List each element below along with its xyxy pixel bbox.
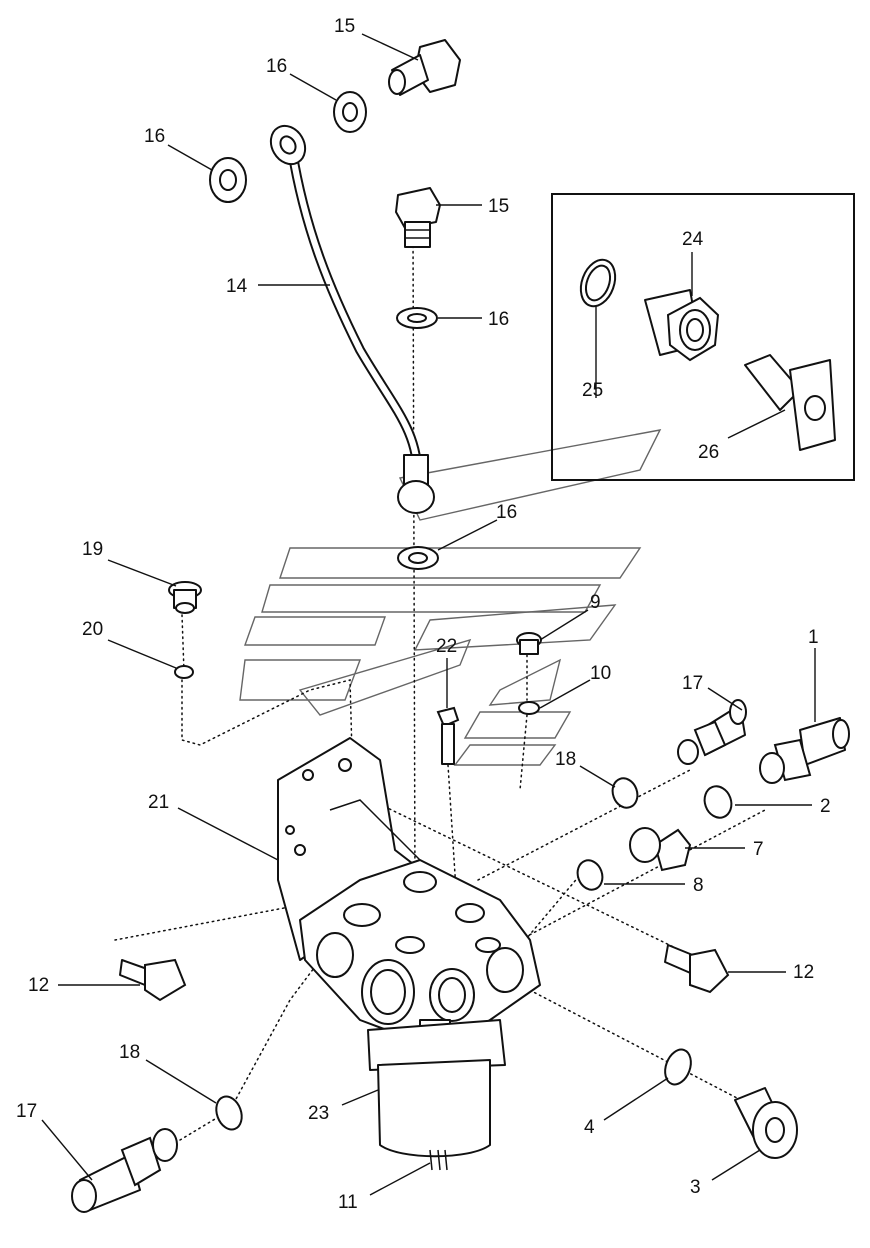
- label-16-top: 16: [266, 56, 287, 77]
- watermark-logo: [239, 429, 662, 766]
- bolt-12-right: [664, 944, 730, 994]
- label-17-right: 17: [682, 673, 703, 694]
- label-2: 2: [820, 796, 831, 817]
- part-number-labels: 1 2 3 4 7 8 9 10 11 12 12 14 15 15 16 16…: [16, 16, 831, 1213]
- fitting-17-left: [71, 1128, 178, 1213]
- washer-top: [333, 91, 367, 133]
- label-18-left: 18: [119, 1042, 140, 1063]
- fitting-7: [629, 827, 692, 872]
- label-26: 26: [698, 442, 719, 463]
- plug-3: [734, 1087, 798, 1159]
- leader-lines: [41, 33, 816, 1196]
- oring-18-right: [611, 777, 639, 809]
- plug-9: [516, 632, 542, 655]
- label-24: 24: [682, 229, 704, 250]
- seal-4: [664, 1048, 692, 1086]
- inset-box: [551, 193, 855, 481]
- bolt-12-left: [119, 958, 187, 1002]
- oring-10: [518, 701, 540, 715]
- oring-8: [576, 859, 604, 891]
- label-15-lower: 15: [488, 196, 509, 217]
- label-16-lower: 16: [496, 502, 517, 523]
- assembly-lines: [114, 234, 766, 1141]
- label-18-right: 18: [555, 749, 576, 770]
- label-25: 25: [582, 380, 603, 401]
- label-15-top: 15: [334, 16, 355, 37]
- inset-adapter: [644, 289, 720, 362]
- fuel-pipe: [269, 124, 435, 514]
- fitting-1: [759, 717, 850, 784]
- label-23: 23: [308, 1103, 329, 1124]
- oring-20: [174, 665, 194, 679]
- label-11: 11: [338, 1192, 358, 1213]
- label-17-left: 17: [16, 1101, 37, 1122]
- label-12-right: 12: [793, 962, 814, 983]
- banjo-bolt-top: [388, 39, 461, 96]
- label-10: 10: [590, 663, 611, 684]
- filter-head: [299, 859, 541, 1051]
- label-12-left: 12: [28, 975, 49, 996]
- filter-bowl: [367, 1019, 506, 1171]
- label-19: 19: [82, 539, 103, 560]
- label-16-middle: 16: [488, 309, 509, 330]
- label-3: 3: [690, 1177, 701, 1198]
- plug-19: [168, 581, 202, 614]
- inset-seal-ring: [579, 258, 617, 308]
- washer-middle: [396, 307, 438, 329]
- label-4: 4: [584, 1117, 595, 1138]
- label-9: 9: [590, 592, 601, 613]
- label-16-left: 16: [144, 126, 165, 147]
- label-14: 14: [226, 276, 248, 297]
- label-21: 21: [148, 792, 169, 813]
- banjo-bolt-lower: [395, 187, 441, 248]
- fitting-17-right: [677, 699, 747, 765]
- label-1: 1: [808, 627, 819, 648]
- oring-18-left: [215, 1095, 243, 1131]
- label-20: 20: [82, 619, 103, 640]
- inset-clip-fitting: [744, 354, 836, 451]
- oring-2: [703, 785, 733, 819]
- label-22: 22: [436, 636, 457, 657]
- label-8: 8: [693, 875, 704, 896]
- washer-lower: [397, 546, 439, 570]
- label-7: 7: [753, 839, 764, 860]
- bolt-22: [436, 706, 460, 765]
- washer-left: [209, 157, 247, 203]
